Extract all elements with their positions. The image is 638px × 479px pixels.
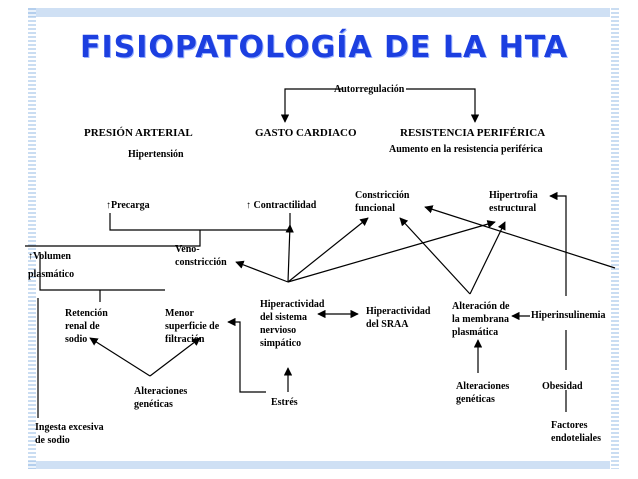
label-factores-endoteliales: Factores endoteliales [551, 420, 601, 444]
label-plasmatico: plasmático [28, 269, 75, 280]
label-venoconstriccion: Veno- constricción [175, 244, 227, 268]
label-hipertrofia-estructural: Hipertrofia estructural [489, 190, 538, 214]
hiperinsulinemia-to-constriccion [424, 205, 616, 269]
volumen-tree [25, 230, 201, 247]
label-alteraciones-geneticas-left: Alteraciones genéticas [134, 386, 188, 410]
autorregulacion-to-resistencia [406, 88, 480, 123]
page-title: FISIOPATOLOGÍA DE LA HTA [80, 30, 569, 65]
label-hiperinsulinemia: Hiperinsulinemia [531, 310, 606, 321]
precarga-tree [109, 213, 291, 231]
label-retencion-renal: Retención renal de sodio [65, 308, 108, 345]
label-ingesta-sodio: Ingesta excesiva de sodio [35, 422, 104, 446]
sns-to-hipertrofia [287, 220, 496, 283]
label-gasto-cardiaco: GASTO CARDIACO [255, 127, 357, 139]
bottom-decor-bar [28, 461, 610, 469]
autorregulacion-connector [280, 88, 343, 123]
label-presion-arterial: PRESIÓN ARTERIAL [84, 127, 193, 139]
sns-to-contractilidad [285, 224, 294, 283]
right-decor-bar [611, 8, 619, 469]
label-hipertension: Hipertensión [128, 149, 184, 160]
label-precarga: ↑Precarga [106, 200, 150, 211]
label-constriccion-funcional: Constricción funcional [355, 190, 410, 214]
label-menor-filtracion: Menor superficie de filtración [165, 308, 220, 345]
label-hiperactividad-simpatico: Hiperactividad del sistema nervioso simp… [260, 299, 325, 349]
hiperinsulinemia-to-hipertrofia [549, 191, 567, 296]
retencion-tree [39, 252, 165, 291]
membrana-to-hipertrofia [469, 221, 506, 295]
label-contractilidad: ↑ Contractilidad [246, 200, 317, 211]
label-volumen: ↑Volumen [28, 251, 71, 262]
label-hiperactividad-sraa: Hiperactividad del SRAA [366, 306, 431, 330]
label-alteraciones-geneticas-right: Alteraciones genéticas [456, 381, 510, 405]
estres-line-to-menor [227, 317, 266, 393]
label-obesidad: Obesidad [542, 381, 583, 392]
label-estres: Estrés [271, 397, 298, 408]
membrana-to-constriccion [399, 217, 471, 295]
label-autorregulacion: Autorregulación [334, 84, 405, 95]
top-decor-bar [28, 8, 610, 17]
left-decor-bar [28, 8, 36, 469]
sns-to-constriccion [287, 217, 369, 283]
label-alteracion-membrana: Alteración de la membrana plasmática [452, 301, 510, 338]
sns-to-veno [235, 260, 289, 283]
genetic-to-menor [149, 337, 201, 377]
label-resistencia-periferica: RESISTENCIA PERIFÉRICA [400, 127, 546, 139]
genetic-to-retencion [89, 337, 151, 377]
label-aumento-resistencia: Aumento en la resistencia periférica [389, 144, 543, 155]
